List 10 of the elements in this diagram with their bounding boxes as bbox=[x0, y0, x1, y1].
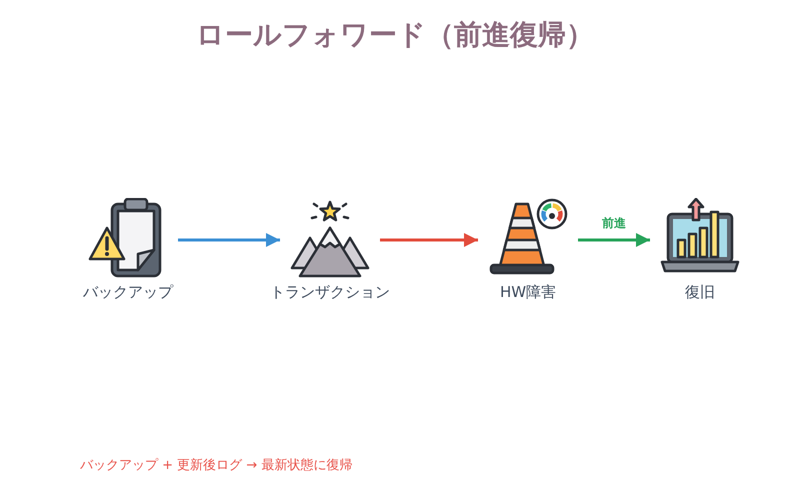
node-label: 復旧 bbox=[685, 283, 715, 301]
arrow bbox=[578, 233, 650, 247]
node-label: バックアップ bbox=[83, 283, 173, 301]
node-label: トランザクション bbox=[270, 283, 390, 301]
edge-label: 前進 bbox=[600, 216, 628, 231]
diagram-title: ロールフォワード（前進復帰） bbox=[196, 18, 594, 52]
node-label: HW障害 bbox=[500, 283, 556, 301]
note-text: バックアップ + 更新後ログ → 最新状態に復帰 bbox=[80, 458, 352, 474]
arrow bbox=[178, 233, 280, 247]
arrow bbox=[380, 233, 478, 247]
